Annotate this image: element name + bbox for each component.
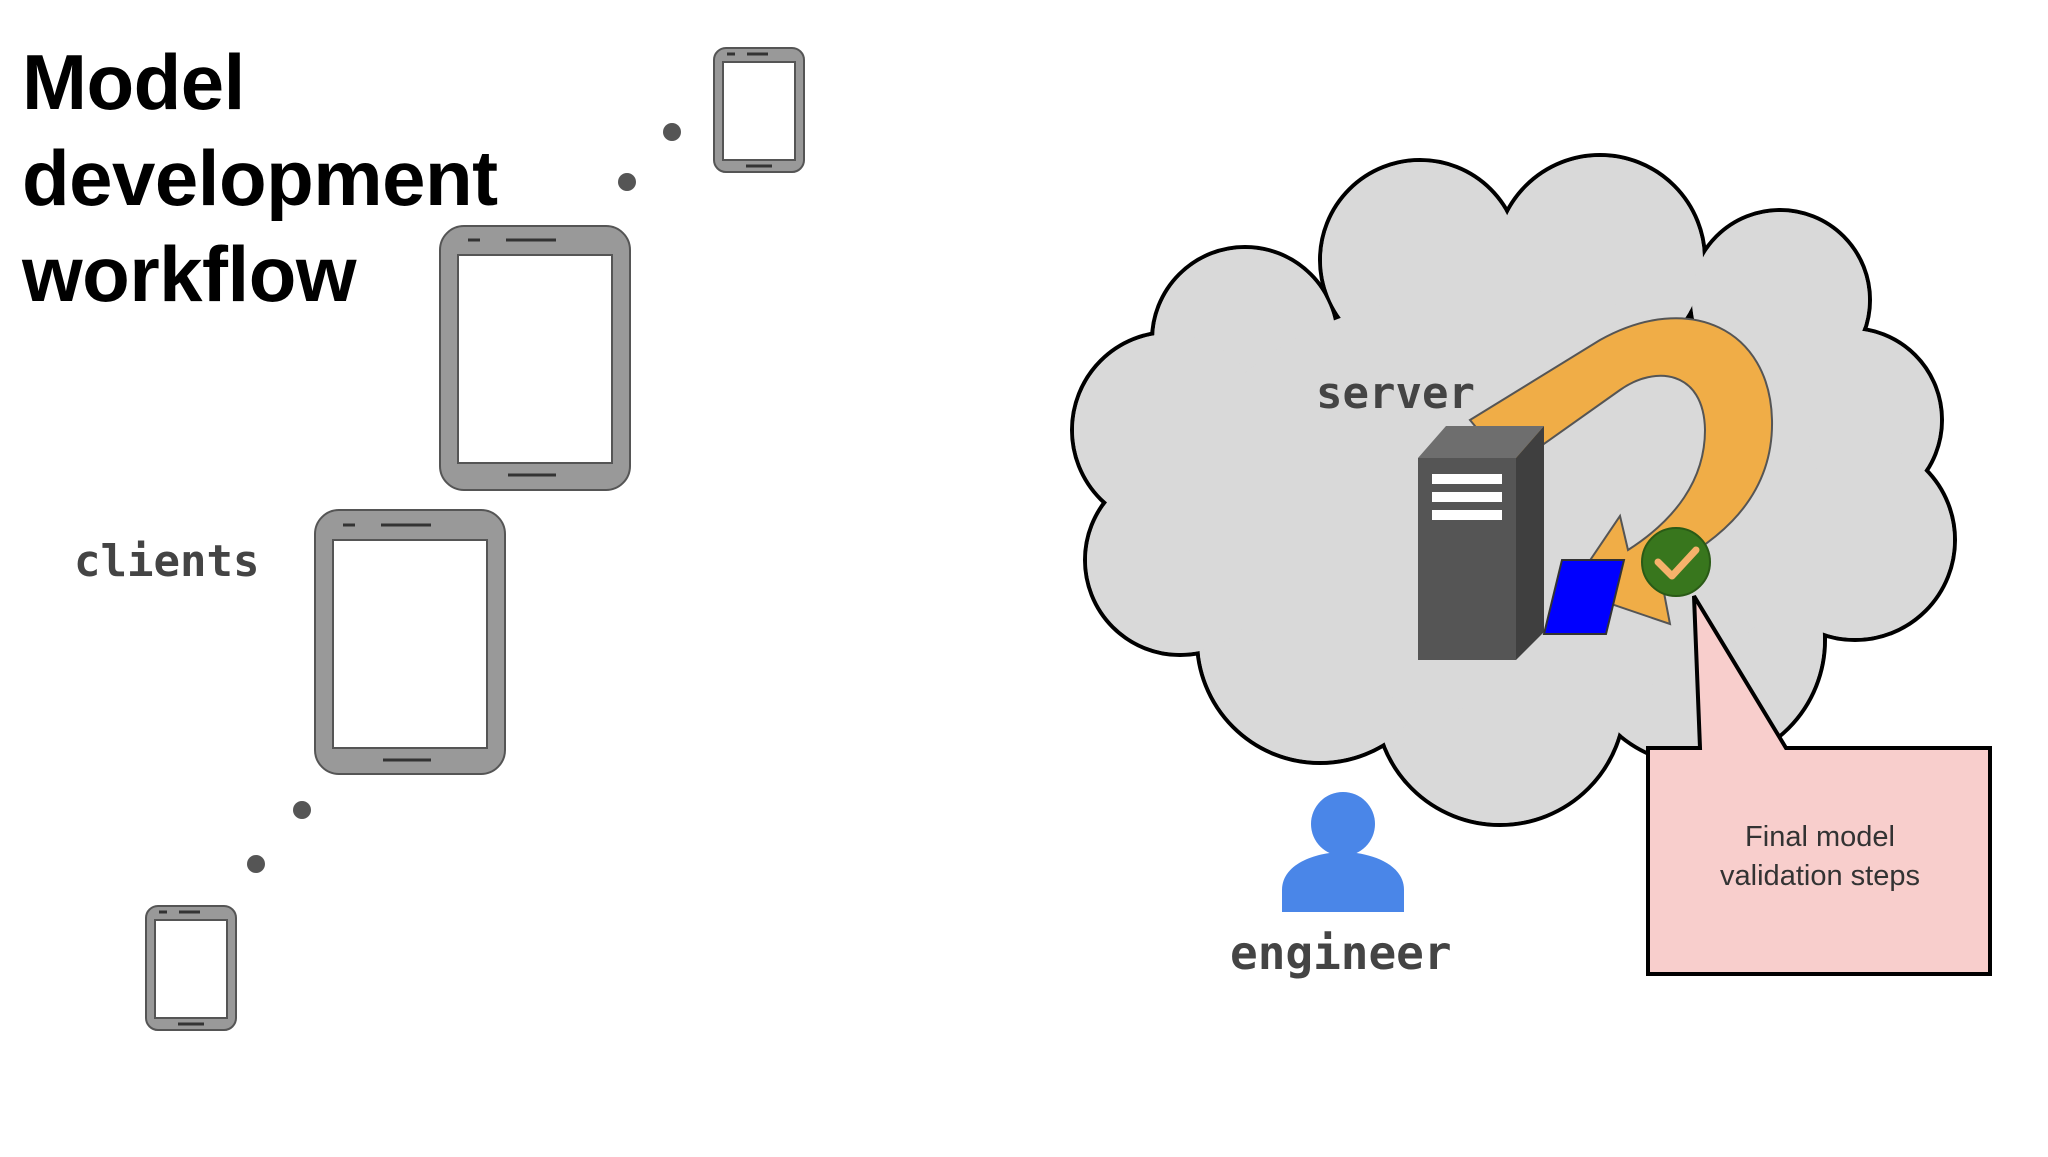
person-icon — [1282, 792, 1404, 912]
cloud-icon — [1070, 153, 1957, 827]
server-icon — [1418, 426, 1544, 660]
page-title: Model development workflow — [22, 34, 498, 322]
clients-label: clients — [74, 536, 260, 587]
callout-text: Final model validation steps — [1648, 818, 1992, 896]
server-label: server — [1316, 368, 1475, 419]
callout-line: validation steps — [1720, 860, 1920, 892]
engineer-label: engineer — [1230, 926, 1452, 980]
document-icon — [1542, 559, 1626, 635]
callout-box — [1646, 594, 1992, 976]
tablet-icon — [439, 225, 631, 491]
title-line: workflow — [22, 230, 357, 318]
phone-icon — [713, 47, 805, 173]
title-line: Model — [22, 38, 245, 126]
phone-icon — [145, 905, 237, 1031]
title-line: development — [22, 134, 498, 222]
tablet-icon — [314, 509, 506, 775]
continuation-dots — [247, 123, 681, 873]
checkmark-icon — [1641, 527, 1711, 597]
callout-line: Final model — [1745, 821, 1895, 853]
